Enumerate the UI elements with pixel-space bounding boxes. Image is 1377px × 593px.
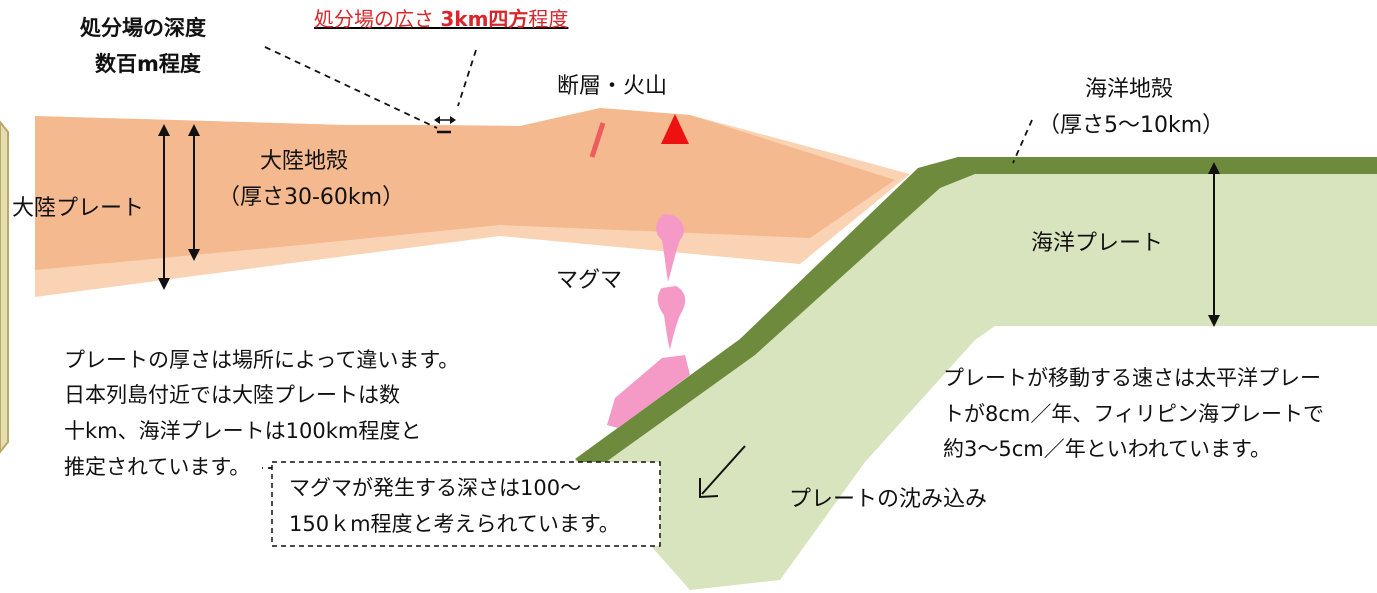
continental-crust-label-line1: 大陸地殻 xyxy=(260,149,348,174)
continental-crust-label-line2: （厚さ30-60km） xyxy=(218,185,404,210)
repository-width-arrows xyxy=(434,116,456,124)
subduction-arrow xyxy=(699,445,746,499)
left-side-panel xyxy=(0,120,9,454)
depth-label-line1: 処分場の深度 xyxy=(80,16,206,40)
magma-blob-middle xyxy=(657,286,686,350)
oceanic-plate xyxy=(575,158,1377,590)
svg-text:プレートが移動する速さは太平洋プレー: プレートが移動する速さは太平洋プレー xyxy=(943,366,1321,390)
magma-blob-upper xyxy=(656,214,685,282)
plate-speed-note: プレートが移動する速さは太平洋プレー トが8cm／年、フィリピン海プレートで 約… xyxy=(943,366,1324,461)
depth-label-line2: 数百m程度 xyxy=(95,52,201,76)
thickness-note: プレートの厚さは場所によって違います。 日本列島付近では大陸プレートは数 十km… xyxy=(64,348,459,479)
continental-plate-label: 大陸プレート xyxy=(12,196,144,221)
volcano-icon xyxy=(661,114,689,144)
svg-text:150ｋm程度と考えられています。: 150ｋm程度と考えられています。 xyxy=(289,512,620,536)
width-label: 処分場の広さ 3km四方程度 xyxy=(314,7,568,31)
svg-text:日本列島付近では大陸プレートは数: 日本列島付近では大陸プレートは数 xyxy=(64,383,400,407)
svg-text:プレートの厚さは場所によって違います。: プレートの厚さは場所によって違います。 xyxy=(64,348,459,372)
oceanic-plate-label: 海洋プレート xyxy=(1031,231,1163,256)
svg-text:推定されています。: 推定されています。 xyxy=(64,455,250,479)
thickness-arrows xyxy=(158,124,1220,327)
svg-text:十km、海洋プレートは100km程度と: 十km、海洋プレートは100km程度と xyxy=(64,419,421,443)
fault-mark xyxy=(589,122,606,158)
fault-volcano-label: 断層・火山 xyxy=(557,74,667,99)
magma-depth-box xyxy=(271,461,661,547)
svg-text:トが8cm／年、フィリピン海プレートで: トが8cm／年、フィリピン海プレートで xyxy=(943,402,1324,426)
svg-text:約3～5cm／年といわれています。: 約3～5cm／年といわれています。 xyxy=(943,437,1271,461)
magma-depth-note: マグマが発生する深さは100～ 150ｋm程度と考えられています。 xyxy=(289,476,620,536)
oceanic-crust-label-line1: 海洋地殻 xyxy=(1085,77,1173,102)
magma-blob-lower xyxy=(607,355,690,428)
subduction-label: プレートの沈み込み xyxy=(789,487,987,512)
magma-label: マグマ xyxy=(556,268,622,293)
oceanic-crust-label-line2: （厚さ5～10km） xyxy=(1038,113,1224,138)
svg-text:マグマが発生する深さは100～: マグマが発生する深さは100～ xyxy=(289,476,581,500)
